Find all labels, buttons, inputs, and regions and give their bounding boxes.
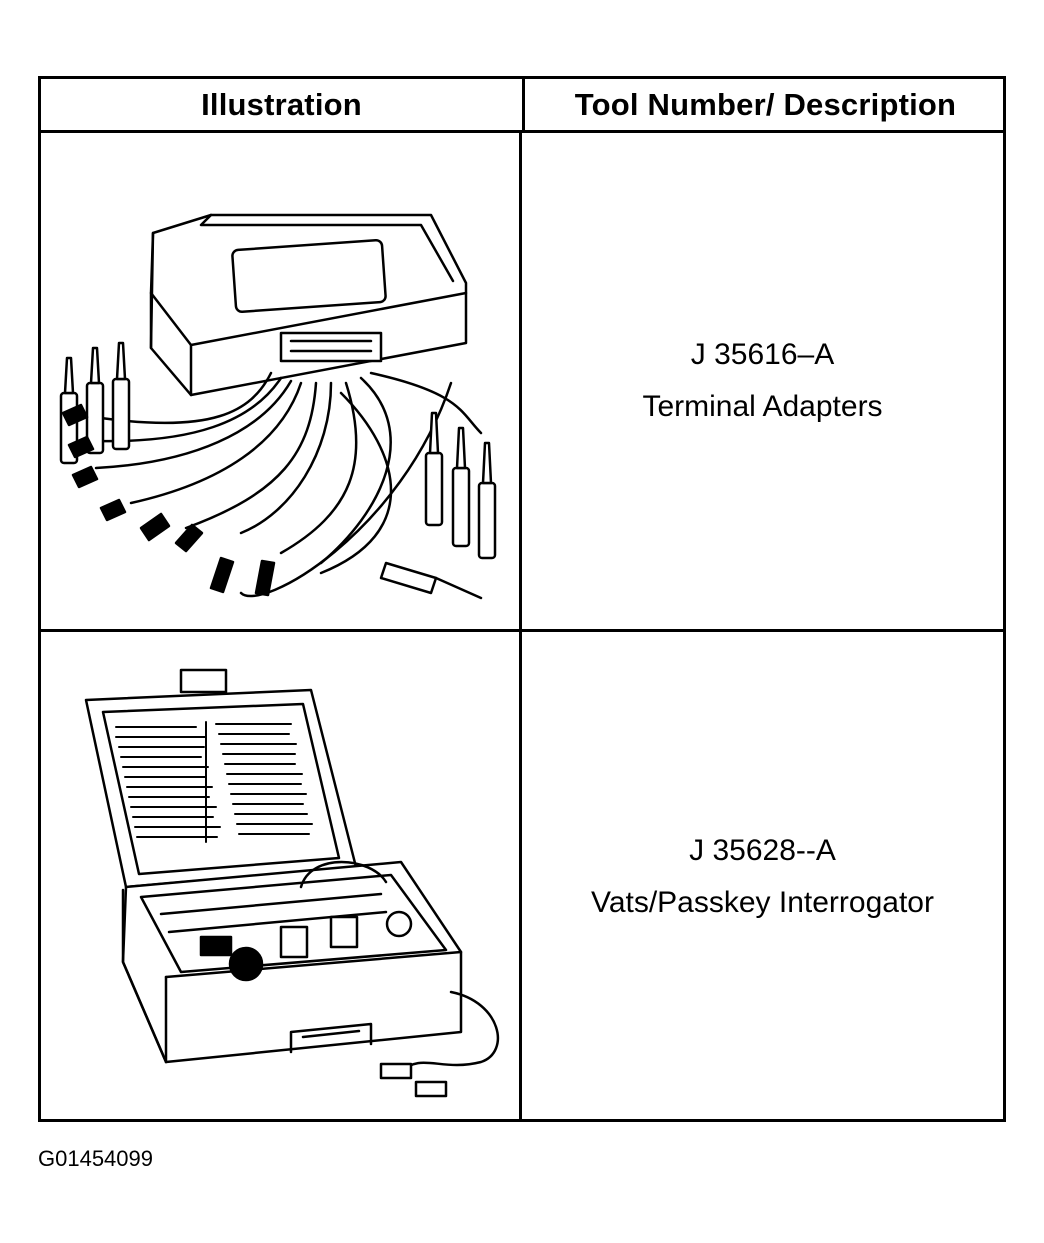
tool-description-cell: J 35628--A Vats/Passkey Interrogator xyxy=(522,632,1003,1122)
table-row: J 35628--A Vats/Passkey Interrogator xyxy=(41,632,1003,1122)
tool-table: Illustration Tool Number/ Description xyxy=(38,76,1006,1122)
tool-description-cell: J 35616–A Terminal Adapters xyxy=(522,133,1003,629)
tool-number: J 35616–A xyxy=(690,338,835,371)
tool-description: Vats/Passkey Interrogator xyxy=(591,886,934,919)
tool-number: J 35628--A xyxy=(689,834,836,867)
header-divider xyxy=(522,79,525,133)
table-row: J 35616–A Terminal Adapters xyxy=(41,133,1003,632)
header-tool-description: Tool Number/ Description xyxy=(574,86,957,122)
figure-id: G01454099 xyxy=(38,1146,153,1171)
tool-description: Terminal Adapters xyxy=(642,390,883,423)
header-illustration: Illustration xyxy=(201,86,362,122)
terminal-adapters-kit-icon xyxy=(41,133,519,629)
column-divider xyxy=(519,133,522,1119)
vats-passkey-interrogator-case-icon xyxy=(41,632,519,1122)
